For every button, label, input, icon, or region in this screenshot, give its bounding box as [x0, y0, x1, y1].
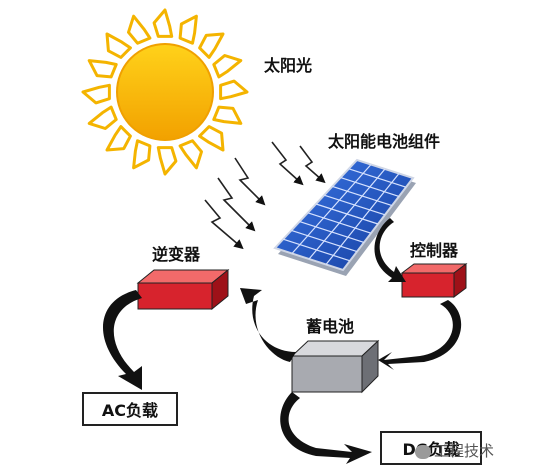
sun-ray	[132, 139, 152, 170]
flow-arrows	[103, 218, 462, 464]
sun-ray	[212, 54, 243, 79]
sun-ray	[105, 125, 132, 152]
dc-load-box: DC负载	[380, 431, 482, 465]
battery-box	[290, 339, 380, 394]
ac-load-box: AC负载	[82, 392, 178, 426]
sun-ray	[81, 83, 111, 105]
sun-ray	[87, 59, 118, 79]
panel-cell-line	[291, 164, 372, 254]
controller-box	[400, 263, 468, 298]
solar-module-label: 太阳能电池组件	[328, 132, 441, 151]
battery-label: 蓄电池	[306, 317, 355, 336]
controller-label: 控制器	[410, 241, 459, 260]
inverter-box	[136, 268, 230, 311]
panel-cell-line	[308, 168, 386, 260]
inverter-label: 逆变器	[152, 245, 201, 264]
sun-ray	[178, 139, 203, 170]
arrow-battery-to-inverter	[240, 288, 296, 362]
sun-ray	[212, 105, 243, 125]
solar-panel-icon	[273, 158, 416, 276]
sun-ray	[156, 146, 178, 176]
sun-ray	[198, 32, 225, 59]
sun-ray	[152, 8, 174, 38]
wechat-icon	[415, 444, 431, 459]
arrow-controller-to-battery	[378, 300, 462, 370]
arrow-inverter-to-ac-load	[103, 290, 142, 390]
arrow-battery-to-dc-load	[280, 392, 372, 464]
sun-ray	[105, 32, 132, 59]
sun-ray	[219, 79, 249, 101]
watermark-text: 工程技术	[434, 442, 495, 460]
sun-ray	[127, 14, 152, 45]
panel-cell-line	[325, 173, 400, 265]
sun-icon	[81, 8, 249, 176]
sun-ray	[87, 105, 118, 130]
sunlight-label: 太阳光	[264, 56, 313, 75]
arrow-panel-to-controller	[374, 218, 406, 282]
watermark: 工程技术	[415, 440, 494, 461]
sun-ray	[198, 125, 225, 152]
sun-ray	[178, 14, 198, 45]
sunlight-arrows	[204, 141, 326, 250]
